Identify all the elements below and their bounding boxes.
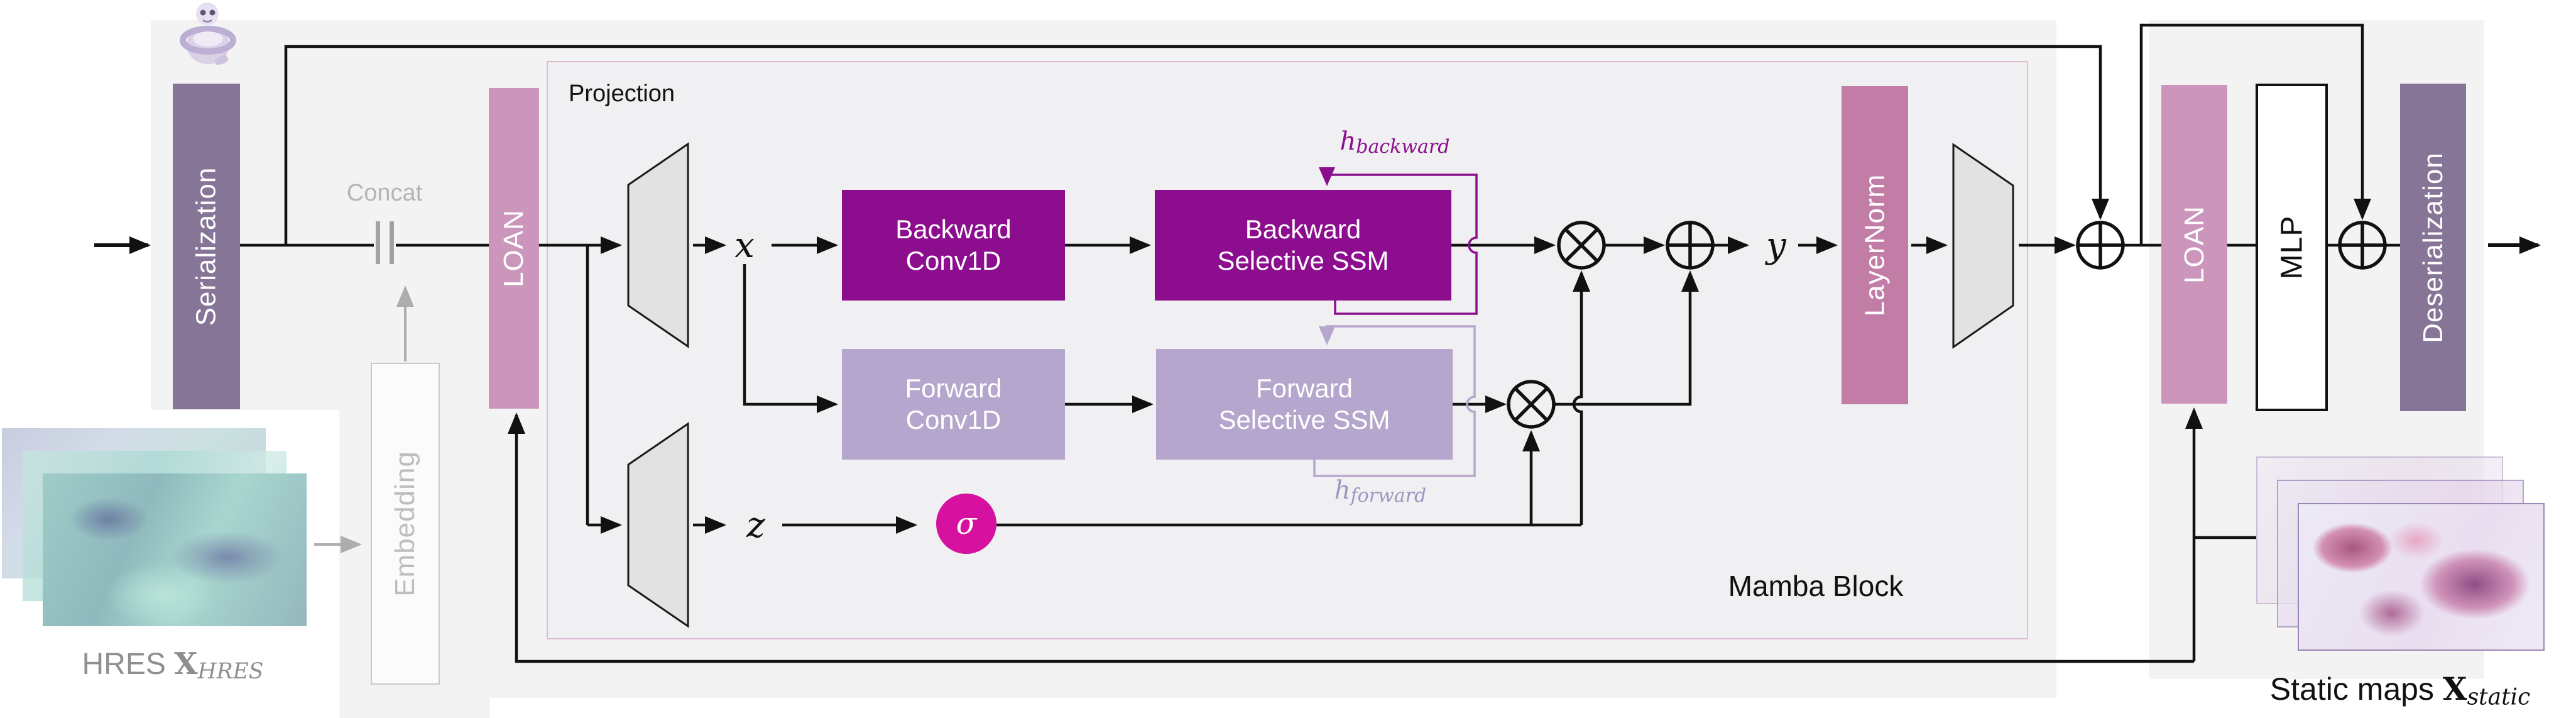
forward-conv-line1: Forward	[905, 373, 1002, 404]
residual-skip-line-1	[284, 45, 2109, 245]
hres-sub-text: HRES	[197, 659, 264, 685]
h-backward-base: h	[1340, 127, 1356, 156]
serialization-block: Serialization	[173, 84, 240, 409]
loan-block-2: LOAN	[2161, 85, 2227, 404]
backward-hidden-loop	[1319, 167, 1478, 315]
loan-2-label: LOAN	[2178, 205, 2210, 284]
h-backward-sub: backward	[1356, 136, 1450, 158]
add-icon	[2076, 221, 2125, 270]
static-map-image	[2298, 503, 2545, 651]
up-projection-trapezoid-x	[627, 142, 689, 348]
mamba-block-label: Mamba Block	[1728, 570, 1904, 602]
embedding-block: Embedding	[371, 363, 440, 685]
forward-ssm-block: Forward Selective SSM	[1156, 349, 1453, 460]
backward-conv-line2: Conv1D	[905, 246, 1001, 275]
multiply-icon	[1507, 380, 1556, 429]
forward-conv-line2: Conv1D	[905, 405, 1001, 434]
static-sub-text: static	[2467, 684, 2531, 710]
sigma-label: σ	[956, 506, 977, 541]
down-projection-trapezoid	[1952, 143, 2014, 349]
loan-1-label: LOAN	[498, 209, 530, 287]
add-icon	[1666, 221, 1715, 270]
h-forward-base: h	[1334, 476, 1351, 505]
forward-ssm-line1: Forward	[1255, 373, 1353, 404]
layernorm-label: LayerNorm	[1859, 174, 1890, 317]
signal-z-label: z	[746, 504, 765, 546]
embedding-column	[339, 698, 490, 718]
backward-conv-line1: Backward	[895, 214, 1012, 245]
signal-y-label: y	[1766, 224, 1786, 266]
mamba-snake-logo-icon	[180, 3, 236, 65]
embedding-label: Embedding	[390, 451, 421, 597]
forward-conv1d-block: Forward Conv1D	[842, 349, 1065, 460]
hres-var-text: X	[174, 646, 198, 682]
hres-input-label: HRES XHRES	[38, 646, 308, 684]
multiply-icon	[1557, 221, 1606, 270]
static-var-text: X	[2442, 670, 2467, 707]
layernorm-block: LayerNorm	[1842, 86, 1908, 404]
forward-path-lines	[1065, 270, 1699, 413]
forward-hidden-loop	[1313, 325, 1476, 477]
deserialization-block: Deserialization	[2400, 84, 2466, 411]
sigma-gate: σ	[936, 494, 996, 554]
mlp-block: MLP	[2256, 84, 2328, 411]
backward-ssm-line2: Selective SSM	[1217, 246, 1389, 275]
h-backward-label: h backward	[1319, 127, 1470, 158]
backward-ssm-line1: Backward	[1245, 214, 1362, 245]
residual-skip-line-2	[2139, 23, 2371, 245]
backward-conv1d-block: Backward Conv1D	[842, 190, 1065, 301]
loan-to-projection-lines	[539, 236, 622, 534]
deserialization-label: Deserialization	[2417, 152, 2448, 343]
static-maps-label: Static maps Xstatic	[2224, 670, 2576, 710]
hres-map-image	[43, 473, 307, 626]
concat-symbol-icon	[376, 221, 394, 264]
signal-x-label: x	[734, 224, 755, 266]
backward-ssm-block: Backward Selective SSM	[1155, 190, 1451, 301]
forward-ssm-line2: Selective SSM	[1218, 405, 1390, 434]
up-projection-trapezoid-z	[627, 422, 689, 628]
mlp-label: MLP	[2274, 215, 2308, 280]
static-feedback-lines	[508, 407, 2256, 663]
hres-prefix-text: HRES	[82, 648, 166, 681]
serialization-label: Serialization	[190, 167, 222, 326]
concat-label: Concat	[346, 180, 423, 206]
static-prefix-text: Static maps	[2269, 671, 2434, 707]
add-icon	[2338, 221, 2387, 270]
loan-block-1: LOAN	[489, 88, 539, 409]
h-forward-sub: forward	[1350, 485, 1427, 507]
projection-label: Projection	[569, 80, 675, 107]
h-forward-label: h forward	[1305, 476, 1456, 507]
